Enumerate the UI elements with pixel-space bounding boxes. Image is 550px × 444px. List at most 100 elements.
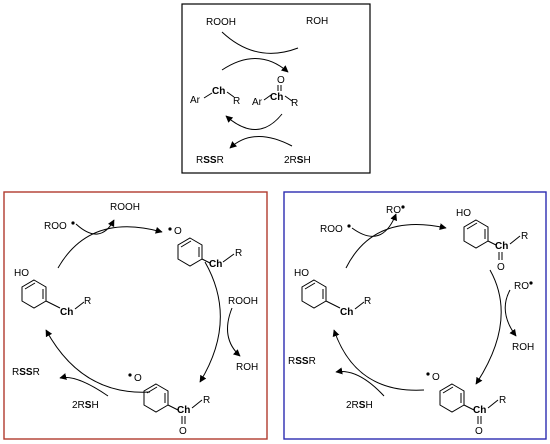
left-rooh2-label: ROOH xyxy=(228,296,258,307)
right-ho-label-b: HO xyxy=(456,208,471,219)
left-benzene-ring-c xyxy=(143,383,169,413)
right-ring-inner-b1 xyxy=(466,222,478,230)
left-ch-label-a: Ch xyxy=(60,307,73,318)
top-ar-label-1: Ar xyxy=(190,95,201,106)
top-upper-arrow xyxy=(221,31,299,54)
left-roo-label: ROO xyxy=(44,221,67,232)
left-roh-label: ROH xyxy=(236,362,258,373)
right-r-label-c: R xyxy=(499,395,506,406)
top-bond-1a xyxy=(203,92,213,99)
right-rssr-label: RSSR xyxy=(288,356,316,367)
top-rooh-label: ROOH xyxy=(206,17,236,28)
left-benzene-ring-a xyxy=(21,279,47,309)
right-ro-label: RO xyxy=(386,205,401,216)
right-roo-arrow xyxy=(351,213,397,237)
left-benzene-ring-b xyxy=(177,237,203,267)
right-ring-inner-c1 xyxy=(442,386,454,394)
right-panel: ROO RO HO Ch R O HO Ch R RO ROH RSSR 2RS… xyxy=(283,191,547,440)
right-bond-a1 xyxy=(325,300,341,309)
top-panel: ROOH ROH Ar Ch R O Ar Ch R RSSR 2RSH xyxy=(181,3,371,174)
left-bond-a1 xyxy=(45,300,61,309)
top-r-label-1: R xyxy=(233,96,240,107)
right-r-label-a: R xyxy=(364,296,371,307)
left-bond-b2 xyxy=(222,253,235,263)
left-ho-label: HO xyxy=(14,268,29,279)
left-ring-inner-a1 xyxy=(24,282,36,290)
top-bond-2a xyxy=(263,94,272,101)
left-panel-border xyxy=(3,191,268,440)
right-radical-dot-c xyxy=(426,372,430,376)
left-rooh-label: ROOH xyxy=(110,202,140,213)
left-ring-inner-c1 xyxy=(146,386,158,394)
top-ch-label-1: Ch xyxy=(212,86,225,97)
left-bond-a2 xyxy=(74,301,85,310)
left-cycle-top-arc xyxy=(57,226,163,269)
left-radical-dot-c xyxy=(128,373,132,377)
right-benzene-ring-b xyxy=(463,219,489,249)
left-bond-c1 xyxy=(167,404,179,411)
left-r-label-b: R xyxy=(235,248,242,259)
right-r-label-b: R xyxy=(521,231,528,242)
right-o-label-b2: O xyxy=(497,262,505,273)
right-roo-radical-dot xyxy=(347,224,351,228)
top-upper-arc xyxy=(221,58,289,73)
right-roh-label: ROH xyxy=(512,342,534,353)
left-o-label-c: O xyxy=(134,373,142,384)
left-bond-b1 xyxy=(201,258,211,264)
left-rsh-label: 2RSH xyxy=(72,400,99,411)
top-ar-label-2: Ar xyxy=(252,97,263,108)
right-benzene-ring-c xyxy=(439,383,465,413)
left-r-label-c: R xyxy=(203,395,210,406)
right-ro-arrow xyxy=(504,289,517,337)
top-lower-arrow xyxy=(229,136,293,149)
top-rsh-label: 2RSH xyxy=(284,155,311,166)
top-roh-label: ROH xyxy=(306,16,328,27)
left-o-label-b: O xyxy=(174,226,182,237)
right-ch-label-b: Ch xyxy=(495,241,508,252)
left-rsh-arrow xyxy=(59,373,109,397)
right-ro2-radical-dot xyxy=(529,281,533,285)
left-panel: ROO ROOH O Ch R HO Ch R ROOH ROH RSSR 2R… xyxy=(3,191,268,440)
left-cycle-bottom-arc xyxy=(45,329,151,393)
top-panel-border xyxy=(181,3,371,174)
left-bond-c2 xyxy=(191,399,203,409)
right-benzene-ring-a xyxy=(301,279,327,309)
top-rssr-label: RSSR xyxy=(196,155,224,166)
left-roo-arrow xyxy=(75,219,115,235)
left-rssr-label: RSSR xyxy=(12,367,40,378)
right-ring-inner-a1 xyxy=(304,282,316,290)
left-o-label-c2: O xyxy=(179,426,187,437)
right-bond-c2 xyxy=(487,399,499,409)
left-ring-inner-b1 xyxy=(180,240,192,248)
left-radical-dot-b xyxy=(168,227,172,231)
top-lower-arc xyxy=(225,113,283,130)
right-o-label-c: O xyxy=(432,372,440,383)
top-bond-2b xyxy=(284,95,293,102)
right-bond-b2 xyxy=(509,235,521,245)
right-ch-label-c: Ch xyxy=(473,405,486,416)
left-cycle-right-arc xyxy=(199,261,221,383)
right-cycle-top-arc xyxy=(345,223,447,269)
left-rooh-arrow xyxy=(227,307,241,357)
right-bond-c1 xyxy=(463,404,475,411)
top-ch-label-2: Ch xyxy=(270,92,283,103)
right-ro2-label: RO xyxy=(514,281,529,292)
left-roo-radical-dot xyxy=(71,221,75,225)
left-ch-label-b: Ch xyxy=(209,259,222,270)
right-roo-label: ROO xyxy=(320,224,343,235)
right-cycle-bottom-arc xyxy=(332,329,425,391)
top-o-label: O xyxy=(277,75,285,86)
right-rsh-arrow xyxy=(335,367,385,397)
right-cycle-right-arc xyxy=(475,269,502,385)
right-bond-a2 xyxy=(354,301,365,310)
right-rsh-label: 2RSH xyxy=(346,400,373,411)
top-r-label-2: R xyxy=(291,98,298,109)
left-r-label-a: R xyxy=(84,296,91,307)
right-ho-label-a: HO xyxy=(294,268,309,279)
right-bond-b1 xyxy=(487,240,497,246)
right-ch-label-a: Ch xyxy=(340,307,353,318)
right-o-label-c2: O xyxy=(475,426,483,437)
top-bond-1b xyxy=(226,91,235,98)
